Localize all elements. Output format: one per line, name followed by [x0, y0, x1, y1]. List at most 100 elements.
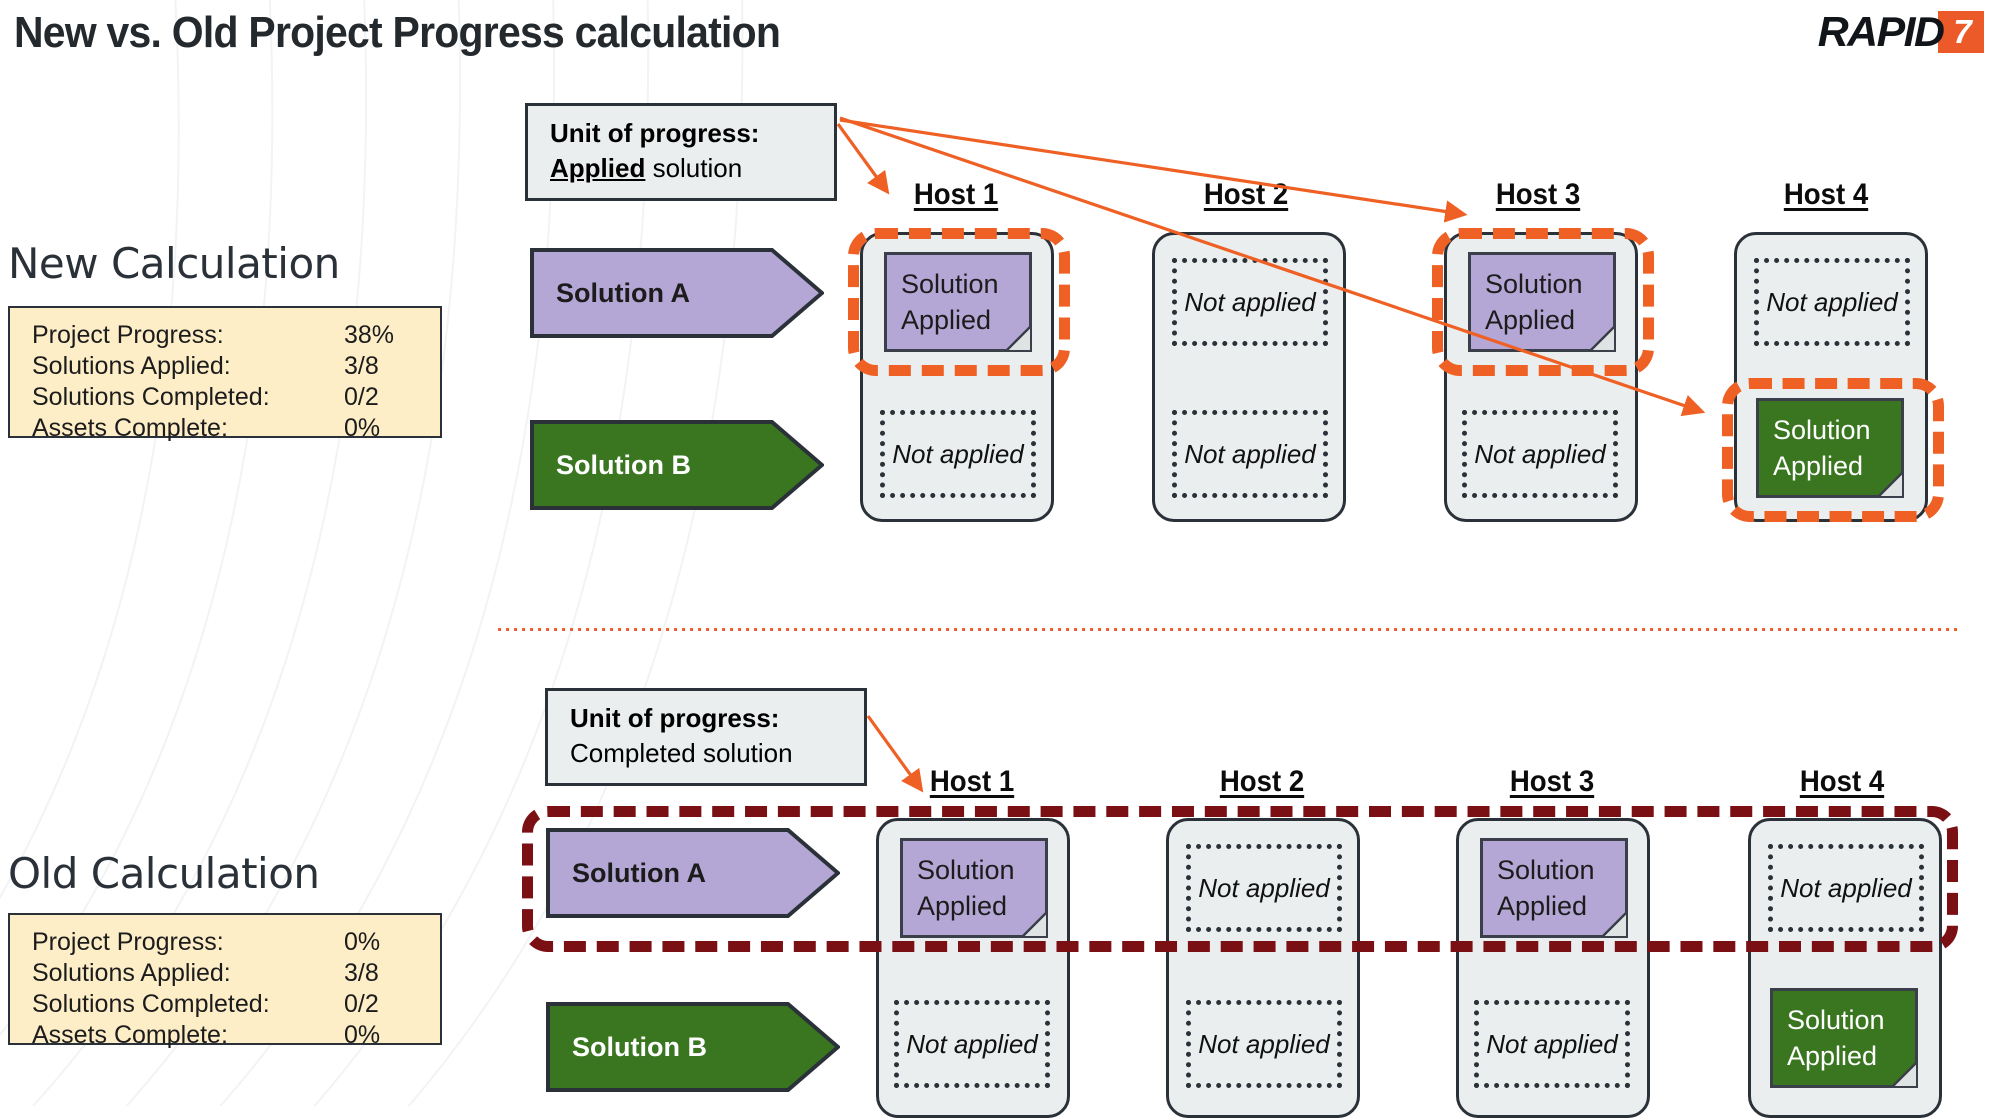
host-label-new-1: Host 1 [913, 178, 999, 211]
stats-value: 0/2 [344, 383, 379, 411]
cell-text-line1: Solution [901, 269, 999, 299]
cell-text: Not applied [1780, 872, 1912, 903]
solution-b-label-old: Solution B [572, 1031, 707, 1062]
cell-text: Not applied [1198, 872, 1330, 903]
stats-row: Solutions Applied: 3/8 [32, 958, 418, 989]
stats-label: Project Progress: [32, 928, 224, 956]
host-label-new-2: Host 2 [1203, 178, 1289, 211]
folded-corner-icon [1602, 912, 1626, 936]
callout-emphasis: Applied [550, 153, 646, 183]
host-label-new-3: Host 3 [1495, 178, 1581, 211]
stats-value: 0% [344, 1021, 381, 1049]
cell-text: Not applied [1486, 1028, 1618, 1059]
cell-new-a-host4: Not applied [1754, 258, 1910, 346]
solution-a-chevron-new: Solution A [530, 248, 824, 338]
arrow-to-host1 [836, 123, 890, 195]
stats-row: Project Progress: 0% [32, 927, 418, 958]
stats-label: Solutions Completed: [32, 383, 270, 411]
cell-new-a-host1: Solution Applied [884, 252, 1032, 352]
cell-text-line2: Applied [917, 891, 1008, 921]
stats-value: 0% [344, 414, 381, 442]
stats-label: Solutions Completed: [32, 990, 270, 1018]
cell-text-line1: Solution [1787, 1005, 1885, 1035]
cell-text: Not applied [1474, 438, 1606, 469]
callout-line1: Unit of progress: [550, 118, 760, 148]
stats-value: 0/2 [344, 990, 379, 1018]
cell-old-a-host1: Solution Applied [900, 838, 1048, 938]
unit-of-progress-callout-old: Unit of progress: Completed solution [545, 688, 867, 786]
solution-b-chevron-new: Solution B [530, 420, 824, 510]
old-calculation-title: Old Calculation [8, 849, 320, 898]
cell-text-line1: Solution [1485, 269, 1583, 299]
cell-text-line2: Applied [1497, 891, 1588, 921]
callout-line2: Completed solution [570, 736, 848, 771]
cell-new-b-host2: Not applied [1172, 410, 1328, 498]
stats-row: Solutions Completed: 0/2 [32, 382, 418, 413]
solution-a-label-new: Solution A [556, 277, 690, 308]
cell-new-a-host3: Solution Applied [1468, 252, 1616, 352]
solution-a-label-old: Solution A [572, 857, 706, 888]
new-calculation-title: New Calculation [8, 239, 340, 288]
section-divider [498, 628, 1958, 631]
cell-old-b-host4: Solution Applied [1770, 988, 1918, 1088]
folded-corner-icon [1022, 912, 1046, 936]
stats-label: Solutions Applied: [32, 352, 231, 380]
cell-text-line1: Solution [917, 855, 1015, 885]
host-label-new-4: Host 4 [1783, 178, 1869, 211]
folded-corner-icon [1590, 326, 1614, 350]
stats-row: Assets Complete: 0% [32, 1020, 418, 1051]
callout-rest: solution [645, 153, 743, 183]
cell-new-b-host1: Not applied [880, 410, 1036, 498]
solution-b-label-new: Solution B [556, 449, 691, 480]
cell-old-a-host4: Not applied [1768, 844, 1924, 932]
callout-line1: Unit of progress: [570, 703, 780, 733]
logo-wordmark: RAPID [1817, 8, 1945, 55]
callout-rest: Completed solution [570, 738, 793, 768]
cell-new-b-host4: Solution Applied [1756, 398, 1904, 498]
stats-value: 38% [344, 321, 395, 349]
cell-text: Not applied [1184, 286, 1316, 317]
host-card-old-2 [1166, 818, 1360, 1118]
solution-b-chevron-old: Solution B [546, 1002, 840, 1092]
cell-text-line2: Applied [1787, 1041, 1878, 1071]
folded-corner-icon [1892, 1062, 1916, 1086]
stats-label: Solutions Applied: [32, 959, 231, 987]
cell-text-line1: Solution [1773, 415, 1871, 445]
cell-text: Not applied [1766, 286, 1898, 317]
cell-text: Not applied [892, 438, 1024, 469]
cell-old-b-host2: Not applied [1186, 1000, 1342, 1088]
cell-text: Not applied [1184, 438, 1316, 469]
host-label-old-2: Host 2 [1219, 765, 1305, 798]
callout-line2: Applied solution [550, 151, 818, 186]
stats-label: Assets Complete: [32, 414, 228, 442]
stats-row: Solutions Completed: 0/2 [32, 989, 418, 1020]
stats-row: Project Progress: 38% [32, 320, 418, 351]
host-label-old-3: Host 3 [1509, 765, 1595, 798]
logo-seven-glyph: 7 [1953, 12, 1971, 50]
cell-text: Not applied [1198, 1028, 1330, 1059]
folded-corner-icon [1006, 326, 1030, 350]
cell-old-b-host1: Not applied [894, 1000, 1050, 1088]
cell-text-line2: Applied [1773, 451, 1864, 481]
cell-text: Not applied [906, 1028, 1038, 1059]
arrow-to-host1-old [866, 715, 924, 793]
stats-value: 3/8 [344, 959, 379, 987]
stats-row: Assets Complete: 0% [32, 413, 418, 444]
page-title: New vs. Old Project Progress calculation [14, 8, 781, 57]
new-calculation-stats: Project Progress: 38% Solutions Applied:… [8, 306, 442, 442]
cell-old-a-host3: Solution Applied [1480, 838, 1628, 938]
stats-value: 3/8 [344, 352, 379, 380]
host-label-old-4: Host 4 [1799, 765, 1885, 798]
cell-new-a-host2: Not applied [1172, 258, 1328, 346]
old-calculation-stats: Project Progress: 0% Solutions Applied: … [8, 913, 442, 1049]
cell-text-line1: Solution [1497, 855, 1595, 885]
host-label-old-1: Host 1 [929, 765, 1015, 798]
solution-a-chevron-old: Solution A [546, 828, 840, 918]
stats-label: Project Progress: [32, 321, 224, 349]
cell-new-b-host3: Not applied [1462, 410, 1618, 498]
unit-of-progress-callout-new: Unit of progress: Applied solution [525, 103, 837, 201]
rapid7-logo: RAPID 7 [1817, 8, 1984, 56]
stats-value: 0% [344, 928, 381, 956]
cell-old-a-host2: Not applied [1186, 844, 1342, 932]
cell-old-b-host3: Not applied [1474, 1000, 1630, 1088]
